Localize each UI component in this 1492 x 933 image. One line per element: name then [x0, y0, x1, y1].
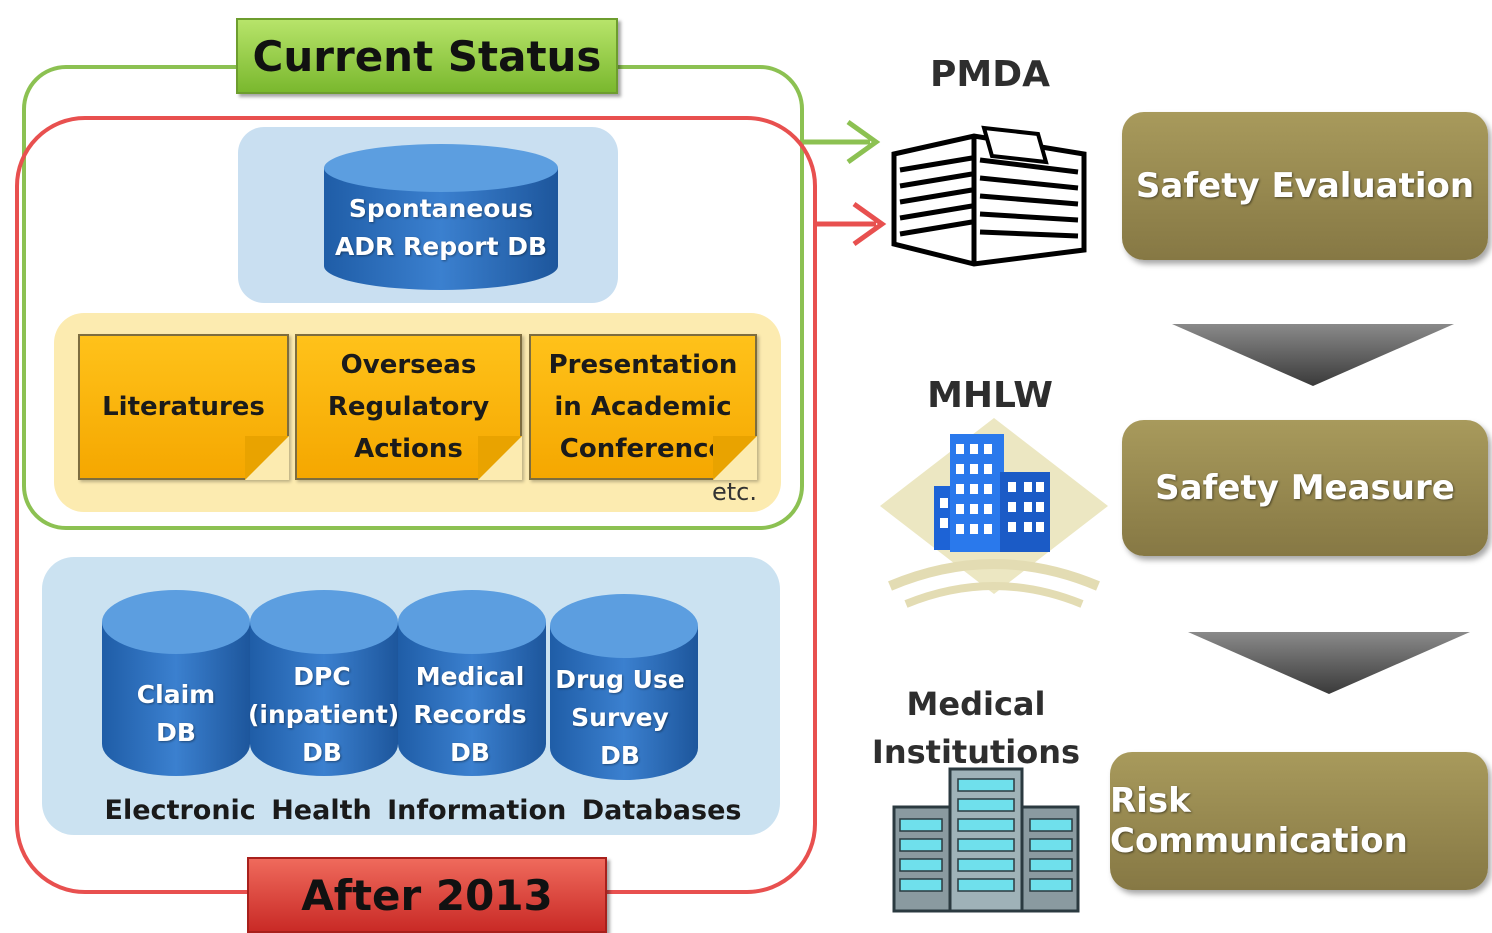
note-line: Regulatory	[327, 392, 490, 422]
arrows-to-pmda	[804, 119, 887, 247]
note-fold	[478, 436, 522, 480]
medical-records-db-icon	[398, 590, 546, 776]
mhlw-building-icon	[880, 418, 1108, 608]
down-arrow-icon	[1188, 632, 1470, 694]
note-line: Actions	[354, 434, 463, 464]
note-literatures-text: Literatures	[102, 392, 265, 422]
safety-evaluation-box: Safety Evaluation	[1122, 112, 1488, 260]
claim-db-icon	[102, 590, 250, 776]
spontaneous-db-cylinder	[324, 144, 558, 290]
dpc-db-icon	[250, 590, 398, 776]
red-arrow-icon	[814, 201, 887, 247]
note-line: Presentation	[548, 350, 738, 380]
note-line: in Academic	[554, 392, 732, 422]
db-line: DPC	[293, 662, 351, 691]
claim-db-label: Claim DB	[102, 676, 250, 752]
note-fold	[713, 436, 757, 480]
drug-use-survey-db-icon	[550, 594, 698, 780]
db-line: Claim	[136, 680, 216, 709]
mhlw-label: MHLW	[927, 375, 1053, 416]
db-line: (inpatient)	[248, 700, 400, 729]
note-academic-conference: Presentation in Academic Conference	[529, 334, 757, 480]
db-line: DB	[600, 741, 640, 770]
note-line: Conference	[559, 434, 727, 464]
hospital-building-icon	[892, 767, 1080, 913]
pmda-building-icon	[891, 125, 1087, 267]
risk-communication-box: Risk Communication	[1110, 752, 1488, 890]
medical-institutions-line2: Institutions	[871, 733, 1081, 771]
current-status-tag: Current Status	[236, 18, 618, 94]
medical-institutions-line1: Medical	[906, 685, 1046, 723]
note-literatures: Literatures	[78, 334, 289, 480]
medical-institutions-label: Medical Institutions	[870, 680, 1082, 776]
note-line: Overseas	[340, 350, 477, 380]
note-overseas-regulatory-actions: Overseas Regulatory Actions	[295, 334, 522, 480]
drug-use-survey-db-label: Drug Use Survey DB	[546, 661, 694, 775]
after-2013-tag: After 2013	[247, 857, 607, 933]
ehr-caption: Electronic Health Information Databases	[104, 795, 742, 826]
pmda-label: PMDA	[930, 54, 1050, 95]
ehr-db-cylinders	[102, 590, 698, 780]
db-line: Records	[413, 700, 527, 729]
spontaneous-db-line1: Spontaneous	[348, 194, 534, 223]
note-fold	[245, 436, 289, 480]
db-line: DB	[156, 718, 196, 747]
db-line: DB	[302, 738, 342, 767]
spontaneous-db-line2: ADR Report DB	[334, 232, 548, 261]
db-line: Medical	[415, 662, 525, 691]
etc-label: etc.	[712, 478, 757, 506]
db-line: Drug Use	[555, 665, 685, 694]
down-arrow-icon	[1172, 324, 1454, 386]
db-line: Survey	[571, 703, 669, 732]
spontaneous-db-label: Spontaneous ADR Report DB	[322, 190, 560, 266]
green-arrow-icon	[804, 119, 881, 165]
dpc-db-label: DPC (inpatient) DB	[248, 658, 400, 772]
medical-records-db-label: Medical Records DB	[396, 658, 544, 772]
db-line: DB	[450, 738, 490, 767]
safety-measure-box: Safety Measure	[1122, 420, 1488, 556]
